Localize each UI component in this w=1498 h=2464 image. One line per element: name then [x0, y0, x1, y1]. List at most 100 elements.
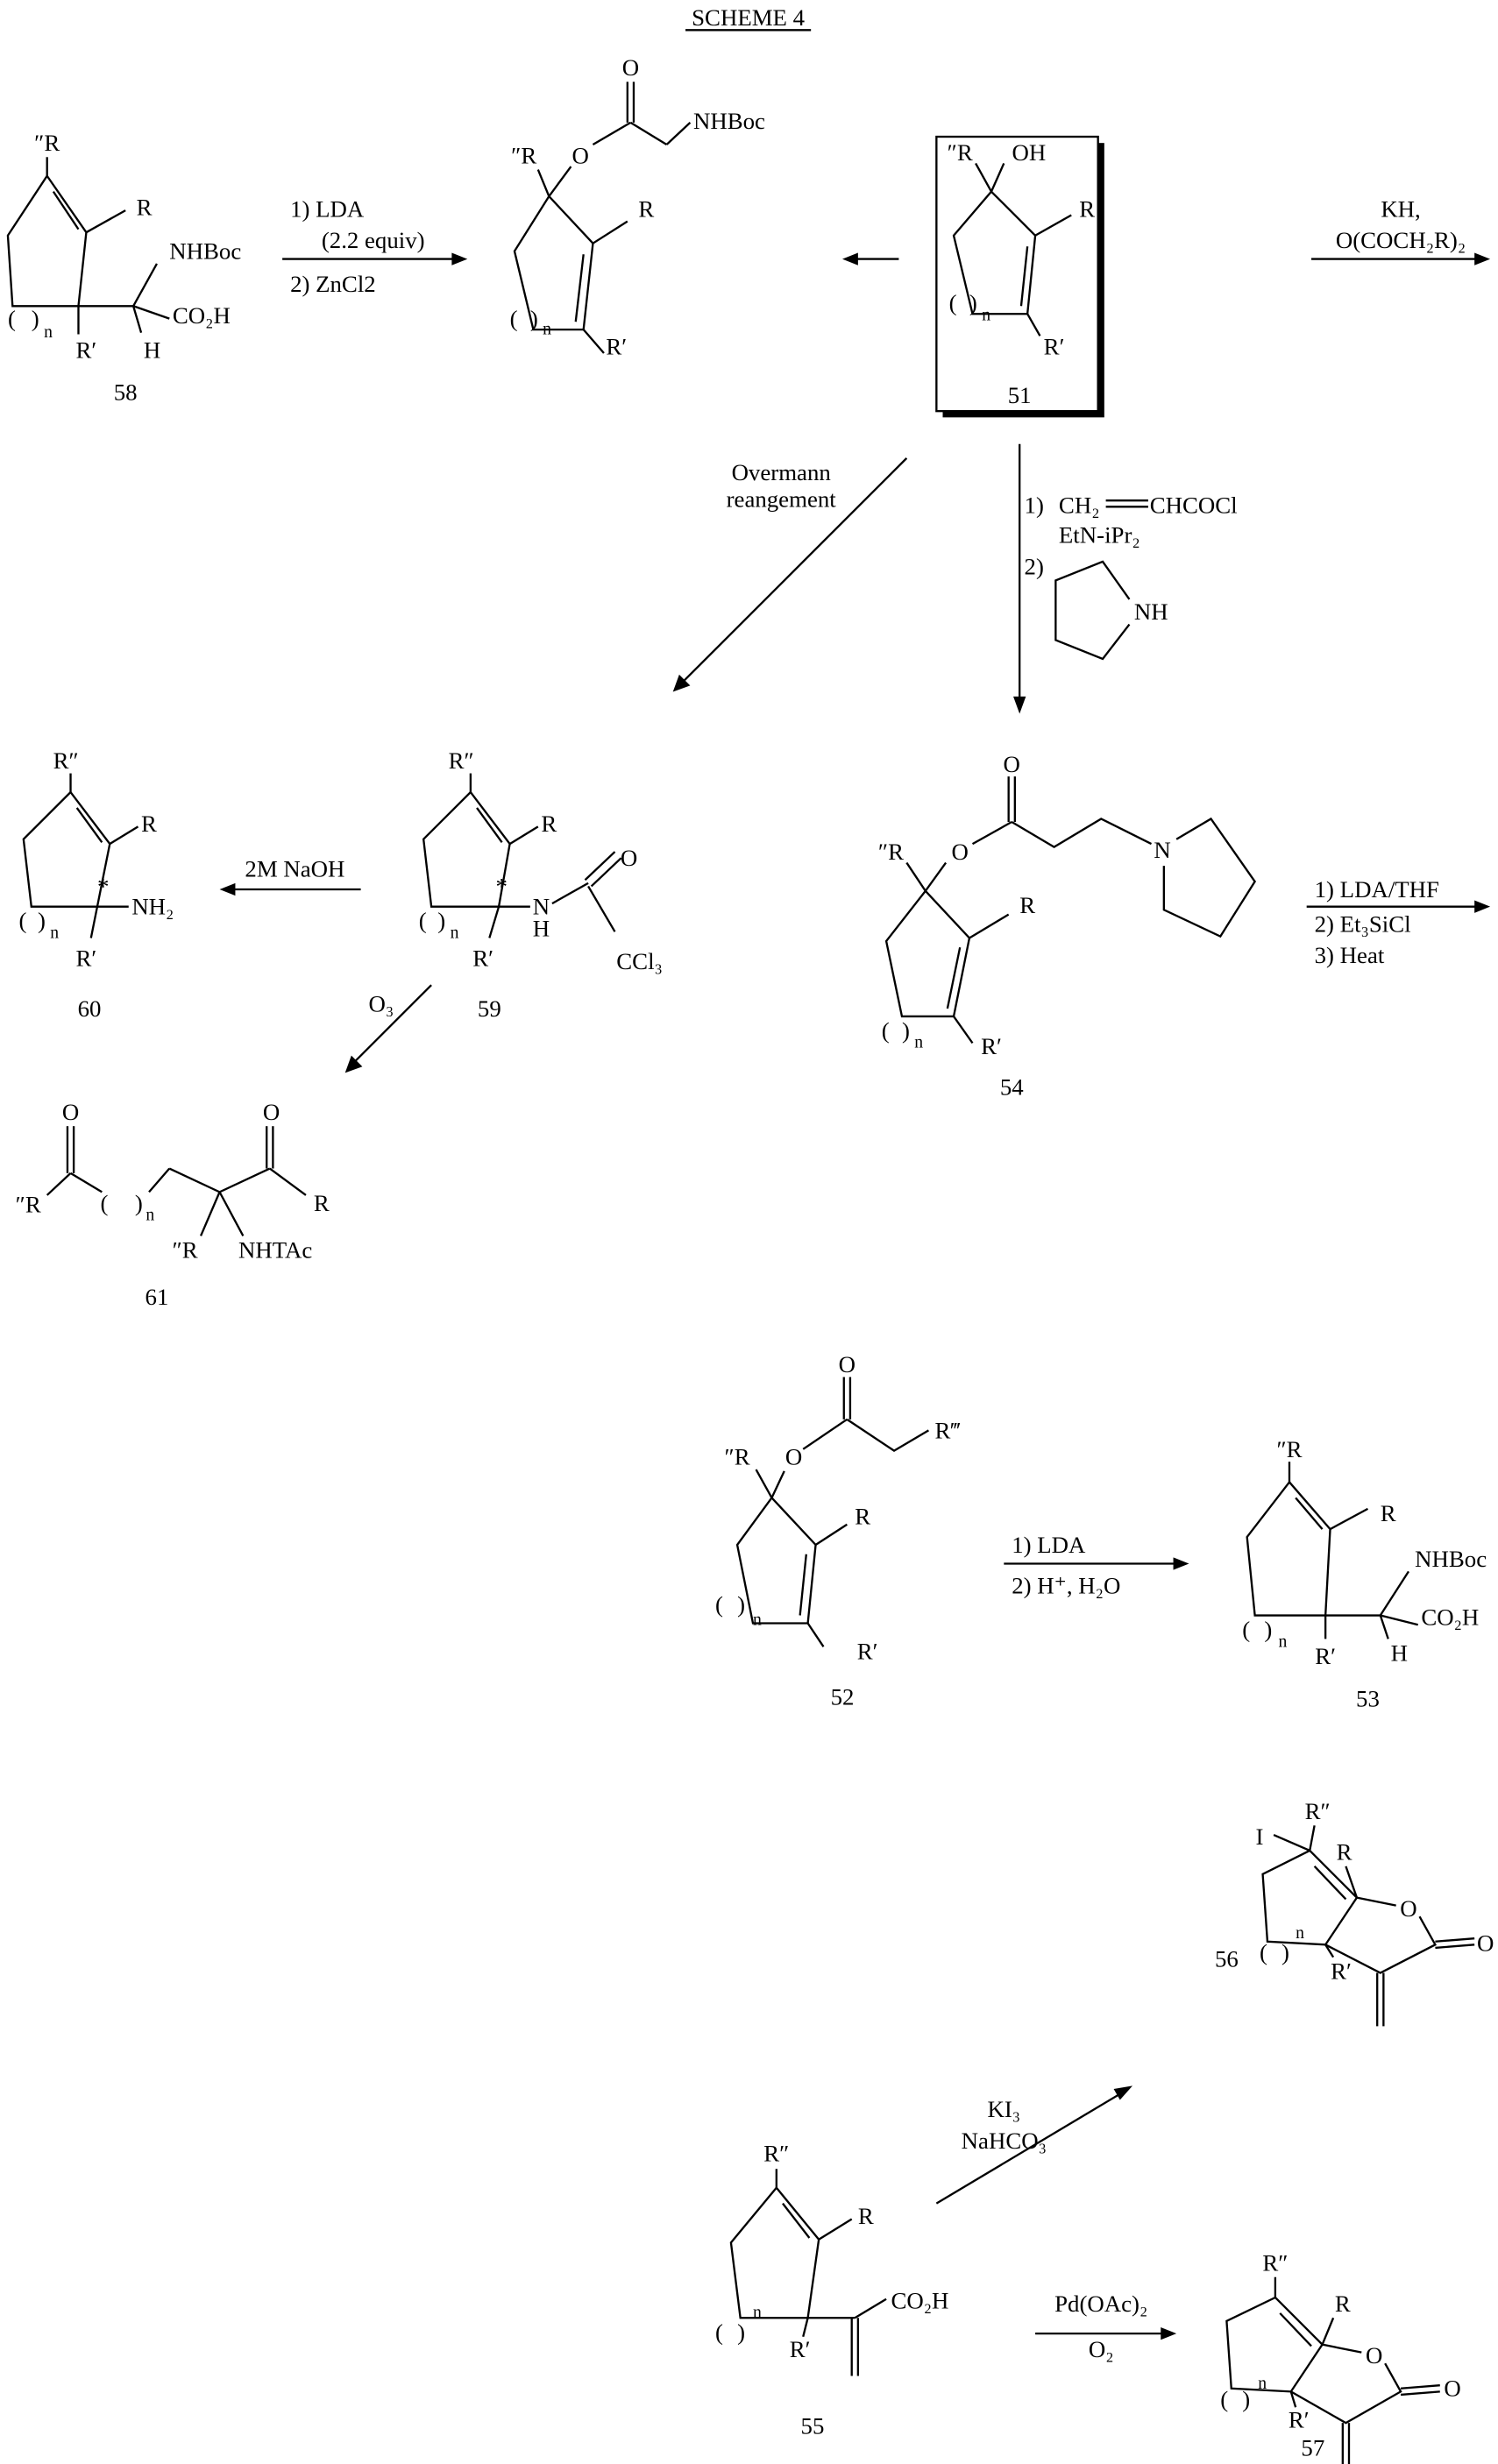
arrow-pd-oxidation: Pd(OAc)₂ O₂ [1035, 2291, 1176, 2362]
paren-open: ( [949, 290, 957, 316]
trichloromethyl-group: CCl₃ [616, 948, 663, 974]
paren-close: ) [1264, 1617, 1272, 1643]
substituent-r-triple-prime: R‴ [935, 1417, 961, 1443]
carbonyl-oxygen: O [1004, 751, 1020, 777]
reagent-line: O₂ [1089, 2336, 1114, 2362]
substituent-r: R [141, 811, 157, 837]
reagent-line: 1) LDA/THF [1315, 876, 1439, 903]
carbonyl-oxygen: O [621, 845, 637, 871]
compound-58: ″R R NHBoc CO₂H H R′ ( ) n 58 [8, 130, 241, 406]
paren-open: ( [18, 908, 26, 934]
reagent-line: 1) LDA [290, 195, 365, 222]
reagent-line: 2M NaOH [245, 856, 344, 882]
step-number: 2) [1025, 553, 1044, 579]
hydrogen-atom: H [533, 916, 550, 942]
reagent-line: 2) ZnCl2 [290, 271, 376, 297]
compound-label: 60 [78, 995, 102, 1022]
hydroxyl-group: OH [1012, 139, 1047, 166]
ring-size-n: n [753, 1610, 762, 1629]
ester-oxygen: O [785, 1444, 802, 1470]
substituent-r-double-prime: R″ [1262, 2250, 1288, 2276]
paren-close: ) [1242, 2386, 1250, 2412]
carbonyl-oxygen: O [62, 1099, 79, 1125]
hydrogen-atom: H [1391, 1639, 1408, 1666]
compound-label: 58 [114, 379, 138, 406]
paren-close: ) [737, 2319, 745, 2345]
substituent-r-prime: R′ [76, 336, 97, 363]
substituent-r-double-prime: R″ [53, 747, 79, 774]
compound-56: I R″ R O O R′ ( ) n 56 [1215, 1798, 1494, 2026]
paren-open: ( [715, 2319, 723, 2345]
paren-close: ) [38, 908, 46, 934]
arrowhead [842, 252, 858, 265]
substituent-r: R [1335, 2291, 1351, 2317]
substituent-r: R [1079, 195, 1095, 222]
pyrrolidine-ring [1055, 562, 1129, 659]
ring-size-n: n [753, 2303, 762, 2322]
substituent-r: R [1381, 1500, 1396, 1526]
paren-close: ) [32, 306, 39, 332]
highlight-box [936, 137, 1097, 411]
substituent-r: R [1019, 892, 1035, 918]
compound-glycinate-ester: ″R O O NHBoc R R′ ( ) n [510, 54, 765, 360]
carboxylic-acid-group: CO₂H [891, 2288, 948, 2314]
substituent-r-prime: R′ [606, 334, 627, 360]
substituent-r: R [638, 195, 654, 222]
substituent-r-double-prime: ″R [948, 139, 973, 166]
reagent-line: 2) Et₃SiCl [1315, 910, 1411, 937]
lactone-oxygen: O [1400, 1895, 1416, 1922]
compound-label: 59 [478, 995, 501, 1022]
substituent-r: R [1337, 1839, 1352, 1866]
paren-open: ( [510, 306, 518, 332]
nh-group: NH [1134, 598, 1168, 625]
ring-size-n: n [1278, 1632, 1287, 1651]
step-number: 1) [1025, 492, 1044, 519]
carbonyl-oxygen: O [839, 1351, 855, 1377]
stereocenter-mark: * [495, 873, 507, 899]
paren-close: ) [135, 1190, 143, 1216]
reagent-text: CH₂ [1059, 492, 1100, 519]
arrow-overmann: Overmann reangement [673, 458, 907, 692]
substituent-r-double-prime: ″R [1276, 1436, 1302, 1462]
substituent-r-prime: R′ [981, 1033, 1002, 1059]
arrow-lda-zncl2: 1) LDA (2.2 equiv) 2) ZnCl2 [282, 195, 467, 297]
carbonyl-oxygen: O [1444, 2375, 1460, 2402]
reagent-line: KH, [1381, 195, 1420, 222]
ring-size-n: n [44, 322, 53, 342]
compound-59: R″ R N H O CCl₃ * R′ ( ) n 59 [419, 747, 663, 1022]
nhboc-group: NHBoc [1415, 1546, 1487, 1572]
compound-51: ″R OH R R′ ( ) n 51 [936, 137, 1104, 417]
substituent-r-double-prime: ″R [16, 1192, 41, 1218]
substituent-r-double-prime: R″ [1305, 1798, 1331, 1824]
substituent-r: R [541, 811, 557, 837]
pyrrolidine-ring [1164, 818, 1255, 936]
ester-oxygen: O [572, 142, 588, 168]
arrow-lda-hydrolysis: 1) LDA 2) H⁺, H₂O [1004, 1532, 1189, 1599]
substituent-r-double-prime: R″ [449, 747, 474, 774]
ring-size-n: n [1296, 1923, 1304, 1943]
compound-60: R″ R NH₂ * R′ ( ) n 60 [18, 747, 174, 1022]
substituent-r-double-prime: ″R [34, 130, 60, 156]
reagent-line: 1) LDA [1012, 1532, 1086, 1558]
lactone-oxygen: O [1366, 2342, 1382, 2368]
stereocenter-mark: * [97, 873, 109, 899]
compound-54: ″R O O N R R′ ( ) n 54 [878, 751, 1255, 1101]
ring-size-n: n [982, 305, 990, 324]
substituent-r-prime: R′ [1331, 1958, 1352, 1985]
reagent-line: O₃ [369, 991, 394, 1017]
paren-close: ) [1281, 1939, 1289, 1965]
substituent-r-prime: R′ [790, 2336, 811, 2362]
compound-label: 61 [146, 1284, 169, 1310]
amine-group: NH₂ [131, 894, 174, 920]
substituent-r-double-prime: R″ [763, 2140, 789, 2166]
substituent-r-prime: R′ [472, 945, 493, 972]
hydrogen-atom: H [144, 336, 160, 363]
reagent-line: O(COCH₂R)₂ [1336, 227, 1466, 253]
arrow-ozonolysis: O₃ [345, 985, 431, 1073]
carbonyl-oxygen: O [1477, 1929, 1494, 1956]
substituent-r-double-prime: ″R [511, 142, 536, 168]
substituent-r: R [314, 1190, 330, 1216]
carboxylic-acid-group: CO₂H [173, 302, 231, 329]
arrow-iodolactonization: KI₃ NaHCO₃ [936, 2085, 1132, 2203]
reagent-line: reangement [727, 485, 837, 512]
